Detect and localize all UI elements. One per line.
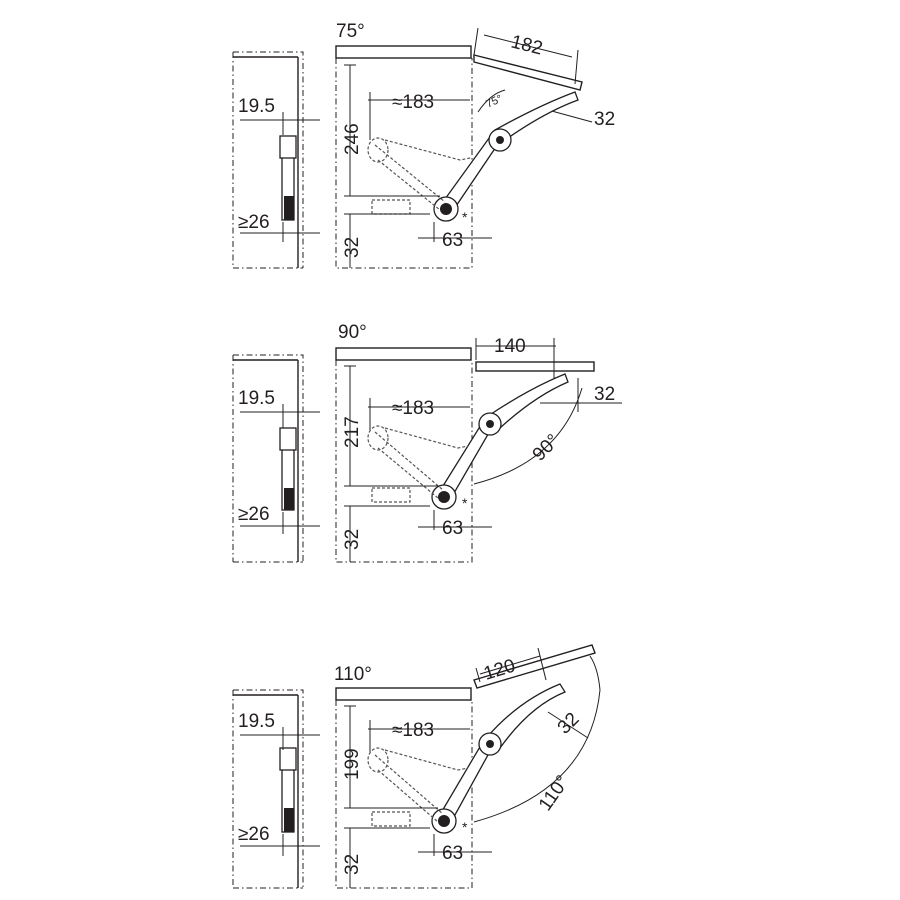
diagram-110: 19.5 ≥26 110° 120 32 110°: [232, 644, 601, 889]
side-view-110: 19.5 ≥26: [232, 689, 320, 889]
diagram-90: 19.5 ≥26 90° 140 32 90°: [232, 322, 622, 563]
bottom-110: 32: [342, 854, 363, 875]
lid-width-90: 140: [494, 336, 526, 357]
reach-75: ≈183: [392, 92, 434, 113]
angle-label-75: 75°: [336, 21, 365, 42]
front-view-75: 75° 182 32 75°: [335, 21, 615, 269]
min-depth-75: ≥26: [238, 212, 270, 233]
angle-label-90: 90°: [338, 322, 367, 343]
min-depth-90: ≥26: [238, 504, 270, 525]
mark-110: *: [462, 819, 468, 835]
arm-offset-90: 32: [594, 384, 615, 405]
lid-width-110: 120: [481, 655, 517, 684]
front-view-110: 110° 120 32 110°: [334, 644, 601, 889]
side-view-90: 19.5 ≥26: [232, 354, 320, 563]
side-width-90: 19.5: [238, 388, 275, 409]
arc-label-90: 90°: [529, 430, 564, 465]
angle-label-110: 110°: [334, 664, 372, 685]
side-width-75: 19.5: [238, 96, 275, 117]
arm-offset-110: 32: [554, 709, 584, 739]
bottom-75: 32: [342, 237, 363, 258]
arm-offset-75: 32: [594, 109, 615, 130]
reach-110: ≈183: [392, 720, 434, 741]
lid-width-75: 182: [509, 31, 545, 59]
base-90: 63: [442, 518, 463, 539]
side-view-75: 19.5 ≥26: [232, 51, 320, 269]
diagram-75: 19.5 ≥26 75° 182 32 75°: [232, 21, 615, 269]
min-depth-110: ≥26: [238, 824, 270, 845]
bottom-90: 32: [342, 529, 363, 550]
height-110: 199: [342, 748, 363, 780]
reach-90: ≈183: [392, 398, 434, 419]
base-75: 63: [442, 230, 463, 251]
mark-75: *: [462, 209, 468, 225]
side-width-110: 19.5: [238, 711, 275, 732]
base-110: 63: [442, 843, 463, 864]
mark-90: *: [462, 495, 468, 511]
arc-label-110: 110°: [535, 772, 574, 815]
front-view-90: 90° 140 32 90°: [335, 322, 622, 563]
height-90: 217: [342, 416, 363, 448]
height-75: 246: [342, 123, 363, 155]
